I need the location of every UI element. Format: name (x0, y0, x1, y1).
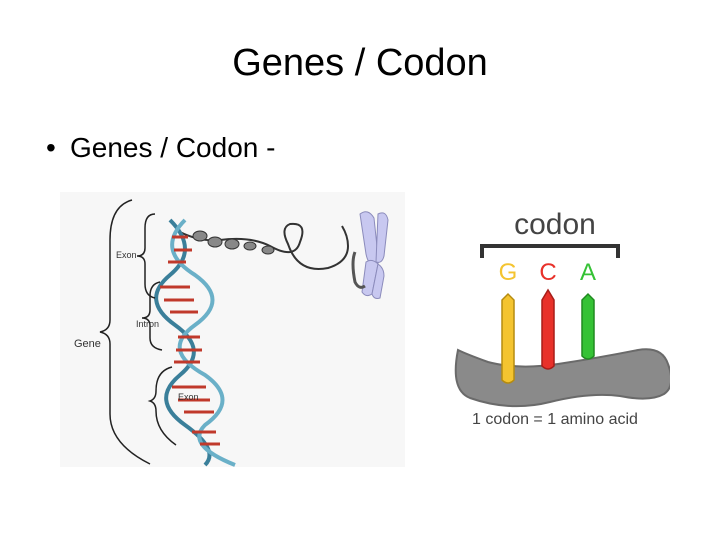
nucleosome-beads (192, 230, 275, 255)
intron-brace (141, 281, 163, 351)
exon-bottom-label: Exon (178, 392, 199, 402)
exon-bottom-brace (147, 366, 177, 446)
base-peg-a (581, 292, 595, 360)
gene-label: Gene (74, 338, 101, 350)
base-letter-c: C (539, 259, 556, 286)
bullet-text: Genes / Codon - (70, 132, 276, 163)
dna-coil-tail (179, 222, 350, 270)
codon-caption: 1 codon = 1 amino acid (472, 411, 638, 428)
bullet-item: • Genes / Codon - (46, 132, 275, 164)
dna-double-helix (154, 218, 236, 467)
gene-brace (99, 199, 151, 465)
base-peg-g (501, 292, 515, 384)
bullet-dot-icon: • (46, 132, 56, 163)
base-peg-c (541, 288, 555, 370)
gene-dna-diagram: Exon Intron Gene Exon (60, 192, 405, 467)
backbone-ribbon (454, 348, 670, 408)
exon-top-brace (136, 213, 156, 299)
chromosome-icon (351, 211, 389, 299)
codon-bracket (480, 244, 620, 258)
codon-title: codon (514, 208, 596, 241)
base-letter-a: A (580, 259, 596, 286)
exon-top-label: Exon (116, 250, 137, 260)
base-letter-g: G (499, 259, 518, 286)
intron-label: Intron (136, 319, 159, 329)
codon-diagram: codon G C A 1 codon = 1 amino acid (454, 208, 670, 428)
slide-title: Genes / Codon (232, 42, 488, 84)
